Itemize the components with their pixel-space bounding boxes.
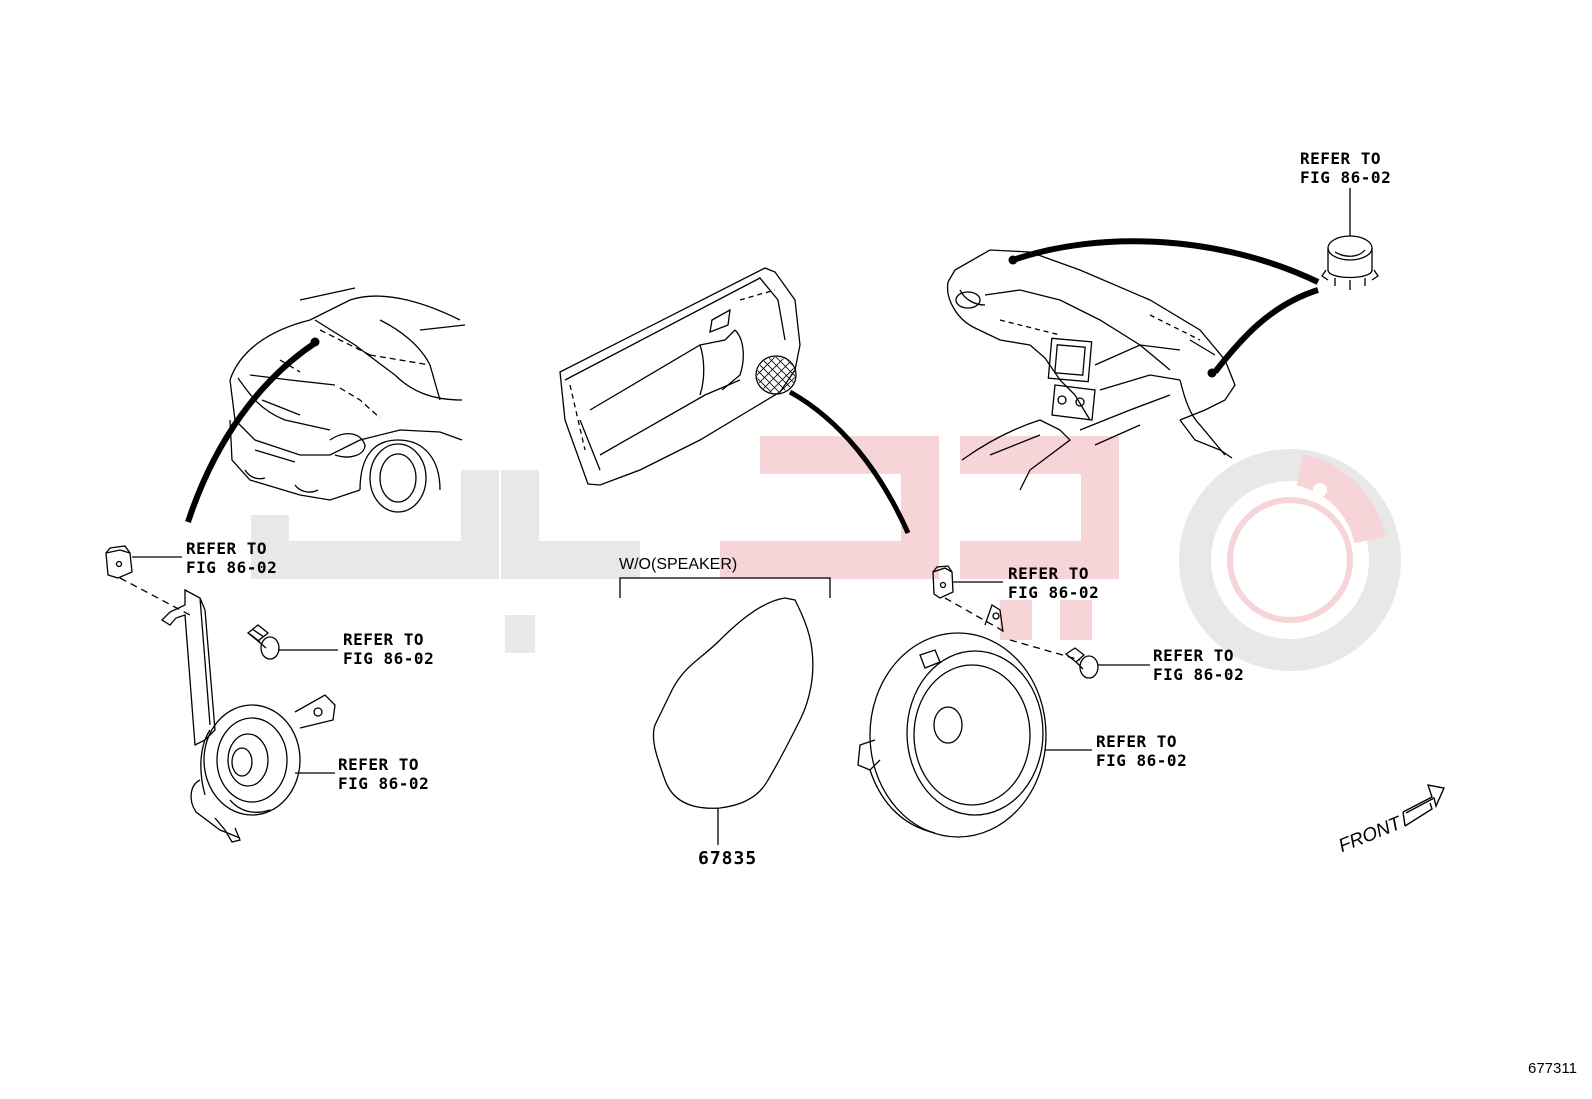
door-speaker-grille — [757, 357, 795, 393]
refer-label-rear-bolt: REFER TO FIG 86-02 — [343, 630, 434, 668]
leader-curve-dash-left — [1013, 241, 1318, 282]
leader-curve-dash-right — [1215, 290, 1318, 372]
door-panel-illustration — [560, 268, 800, 485]
refer-label-line2: FIG 86-02 — [1300, 168, 1392, 187]
part-number-label[interactable]: 67835 — [698, 848, 758, 869]
door-speaker-assembly — [858, 566, 1098, 837]
refer-label-line1: REFER TO — [186, 539, 268, 558]
figure-id: 677311 — [1528, 1060, 1577, 1077]
refer-label-line2: FIG 86-02 — [1096, 751, 1188, 770]
refer-label-line1: REFER TO — [1096, 732, 1178, 751]
variant-note: W/O(SPEAKER) — [619, 556, 738, 573]
refer-label-line1: REFER TO — [343, 630, 425, 649]
speaker-pad-part — [620, 578, 830, 845]
refer-label-line2: FIG 86-02 — [338, 774, 430, 793]
refer-label-line1: REFER TO — [1153, 646, 1235, 665]
rear-speaker-assembly — [106, 546, 335, 842]
refer-label-door-clip: REFER TO FIG 86-02 — [1008, 564, 1099, 602]
rear-leader-lines — [132, 557, 338, 773]
leader-dot-dash-right — [1207, 368, 1217, 378]
front-arrow-icon — [1403, 785, 1444, 826]
refer-label-line1: REFER TO — [1008, 564, 1090, 583]
refer-label-line2: FIG 86-02 — [343, 649, 435, 668]
refer-label-line1: REFER TO — [338, 755, 420, 774]
refer-label-line1: REFER TO — [1300, 149, 1382, 168]
refer-label-rear-clip: REFER TO FIG 86-02 — [186, 539, 277, 577]
refer-label-line2: FIG 86-02 — [186, 558, 278, 577]
dashboard-illustration — [948, 250, 1235, 490]
refer-label-line2: FIG 86-02 — [1008, 583, 1100, 602]
refer-label-tweeter: REFER TO FIG 86-02 — [1300, 149, 1391, 187]
leader-dot-dash-left — [1008, 255, 1018, 265]
watermark-logo — [270, 455, 1385, 655]
leader-curve-door — [790, 392, 908, 533]
car-rear-illustration — [230, 288, 465, 512]
refer-label-line2: FIG 86-02 — [1153, 665, 1245, 684]
door-leader-lines — [953, 582, 1150, 750]
tweeter-part — [1322, 188, 1378, 290]
leader-curve-rear — [188, 343, 315, 522]
refer-label-door-bolt: REFER TO FIG 86-02 — [1153, 646, 1244, 684]
refer-label-rear-speaker: REFER TO FIG 86-02 — [338, 755, 429, 793]
refer-label-door-speaker: REFER TO FIG 86-02 — [1096, 732, 1187, 770]
leader-dot-rear — [310, 337, 320, 347]
